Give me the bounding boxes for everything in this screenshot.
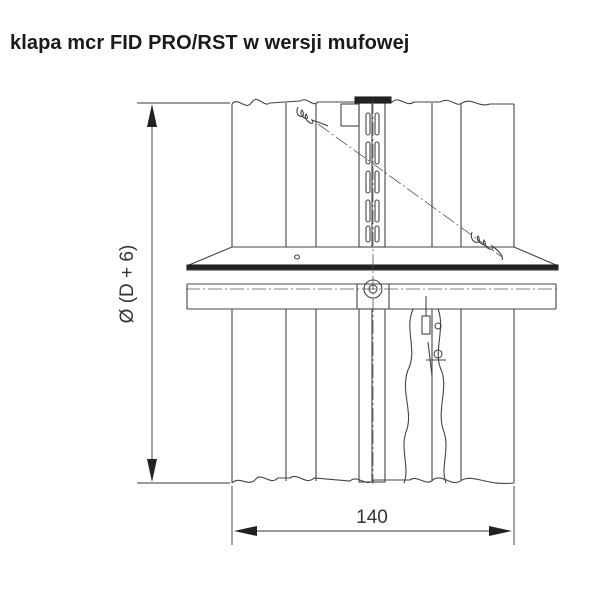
spring-icon — [296, 106, 329, 127]
diameter-label: Ø (D + 6) — [117, 245, 138, 324]
arrow-up-icon — [147, 104, 157, 127]
dimension-diameter — [137, 102, 230, 484]
drawing-title: klapa mcr FID PRO/RST w wersji mufowej — [10, 32, 410, 54]
latch-mechanism — [403, 296, 447, 484]
flange — [186, 246, 559, 310]
spring-icon — [470, 231, 503, 261]
dimension-width — [231, 486, 515, 545]
upper-duct-section — [231, 98, 515, 247]
arrow-right-icon — [489, 526, 512, 536]
blade-swing-line — [317, 123, 503, 258]
lower-duct-section — [231, 309, 515, 485]
arrow-left-icon — [234, 526, 257, 536]
arrow-down-icon — [147, 459, 157, 482]
damper-blade-upper — [340, 102, 386, 248]
damper-blade-lower — [358, 308, 386, 483]
width-label: 140 — [356, 507, 388, 528]
